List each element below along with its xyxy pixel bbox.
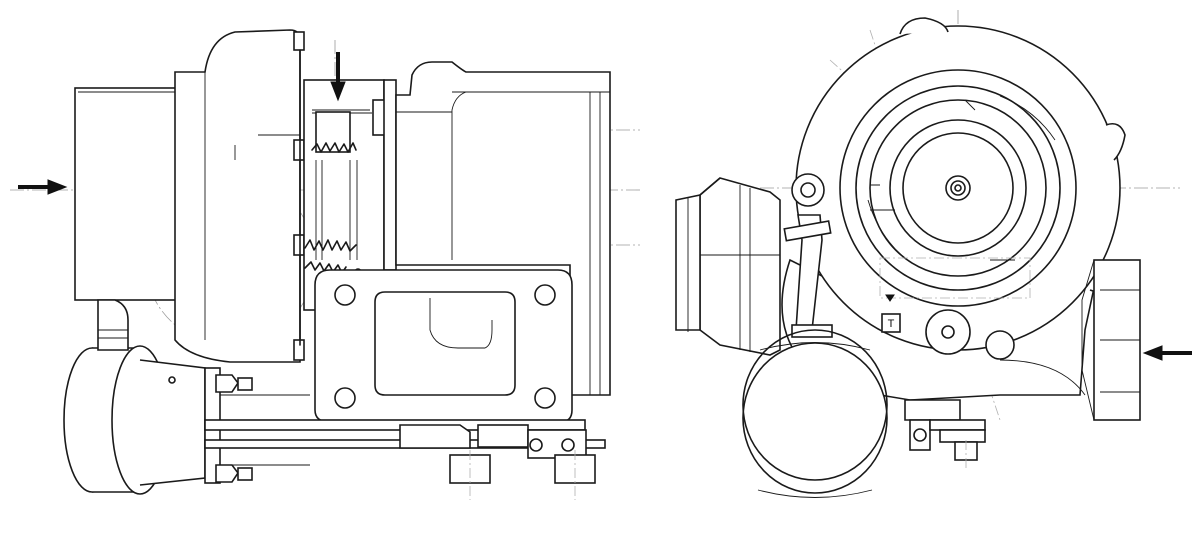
compressor-inlet: [74, 87, 181, 301]
port-tag: T: [881, 294, 901, 333]
side-view: [10, 29, 640, 500]
turbine-flange: [383, 79, 397, 271]
wastegate-rod: [204, 419, 606, 500]
turbine-inlet-flange-side: [1081, 259, 1141, 421]
turbine-housing: [395, 61, 611, 396]
compressor-cover: [795, 17, 1126, 351]
front-view: T: [675, 10, 1192, 498]
wastegate-actuator: [63, 299, 310, 495]
compressor-housing: [174, 29, 301, 363]
arrow-down-icon: [330, 52, 346, 102]
svg-text:T: T: [888, 318, 895, 330]
wastegate-linkage-front: [904, 399, 986, 470]
turbine-inlet-flange: [314, 269, 573, 423]
wastegate-hose: [783, 173, 833, 338]
wastegate-actuator-front: [742, 329, 888, 498]
compressor-outlet: [675, 177, 781, 356]
arrow-left-icon: [1142, 345, 1192, 361]
arrow-right-icon: [18, 179, 68, 195]
oil-port-boss: [925, 309, 1015, 360]
